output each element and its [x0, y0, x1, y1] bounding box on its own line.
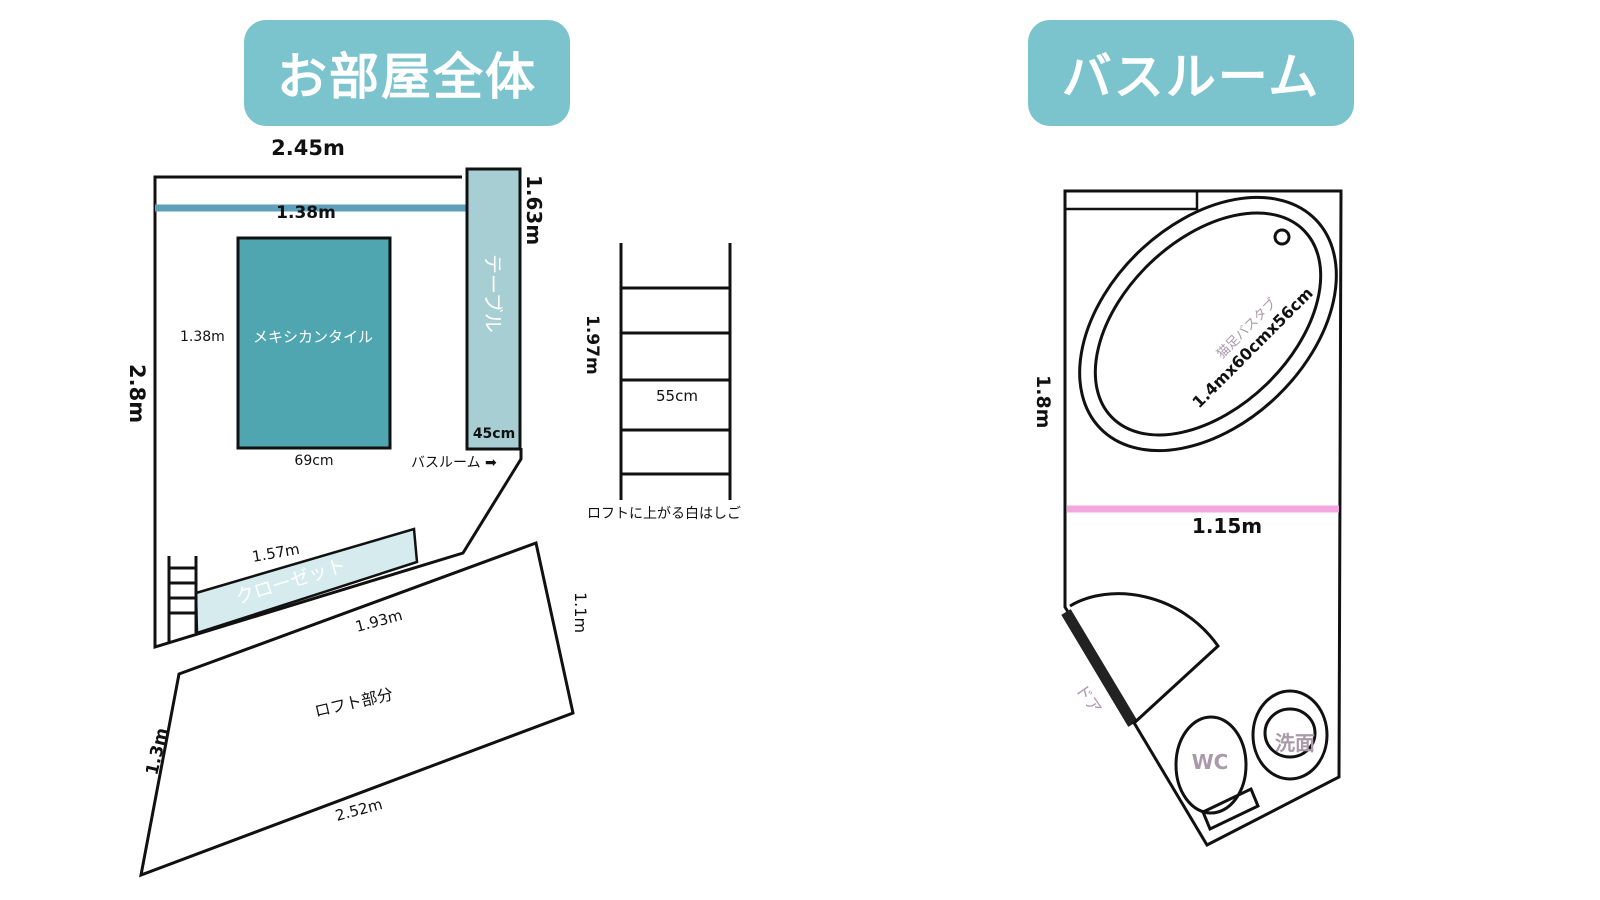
closet-length: 1.57m — [251, 540, 301, 566]
toilet — [1174, 715, 1248, 815]
bathroom-title-badge: バスルーム — [1028, 20, 1354, 126]
sink — [1251, 689, 1329, 781]
door-swing — [1069, 592, 1220, 726]
bath-width: 1.15m — [1192, 514, 1262, 538]
loft-area — [139, 540, 575, 878]
left-height: 2.8m — [125, 364, 149, 423]
ladder-caption: ロフトに上がる白はしご — [587, 506, 741, 522]
bathroom-outline — [1063, 189, 1343, 847]
tile-height: 1.38m — [180, 329, 225, 345]
room-title: お部屋全体 — [277, 48, 537, 106]
rail-length: 1.38m — [276, 203, 336, 223]
tile-block — [236, 236, 392, 450]
table-label: テーブル — [481, 254, 505, 333]
toilet-tank — [1201, 786, 1260, 832]
loft-top: 1.93m — [353, 606, 404, 636]
room-outline — [153, 175, 523, 650]
wc-label: WC — [1192, 750, 1229, 774]
sink-label: 洗面 — [1275, 731, 1315, 755]
room-ladder — [167, 556, 198, 643]
ladder-height: 1.97m — [582, 315, 602, 375]
ladder-width: 55cm — [656, 387, 698, 405]
loft-left: 1.3m — [142, 726, 172, 777]
sink-bowl — [1263, 707, 1317, 759]
bathroom-title: バスルーム — [1061, 48, 1321, 106]
drain-icon — [1273, 228, 1291, 246]
bath-height: 1.8m — [1032, 375, 1054, 428]
tile-label: メキシカンタイル — [253, 328, 373, 346]
table-width: 45cm — [473, 426, 515, 442]
door-panel — [1061, 609, 1138, 727]
bathtub — [1078, 195, 1338, 453]
bathroom-arrow-label: バスルーム ➡ — [411, 455, 497, 471]
loft-right: 1.1m — [571, 592, 590, 633]
bath-shelf — [1065, 191, 1199, 211]
table-height: 1.63m — [522, 175, 546, 245]
door-label: ドア — [1072, 680, 1106, 717]
loft-label: ロフト部分 — [313, 684, 395, 721]
top-width: 2.45m — [271, 136, 345, 160]
tile-width: 69cm — [294, 453, 333, 469]
table-block — [465, 167, 522, 451]
white-ladder — [619, 243, 732, 500]
room-title-badge: お部屋全体 — [244, 20, 570, 126]
